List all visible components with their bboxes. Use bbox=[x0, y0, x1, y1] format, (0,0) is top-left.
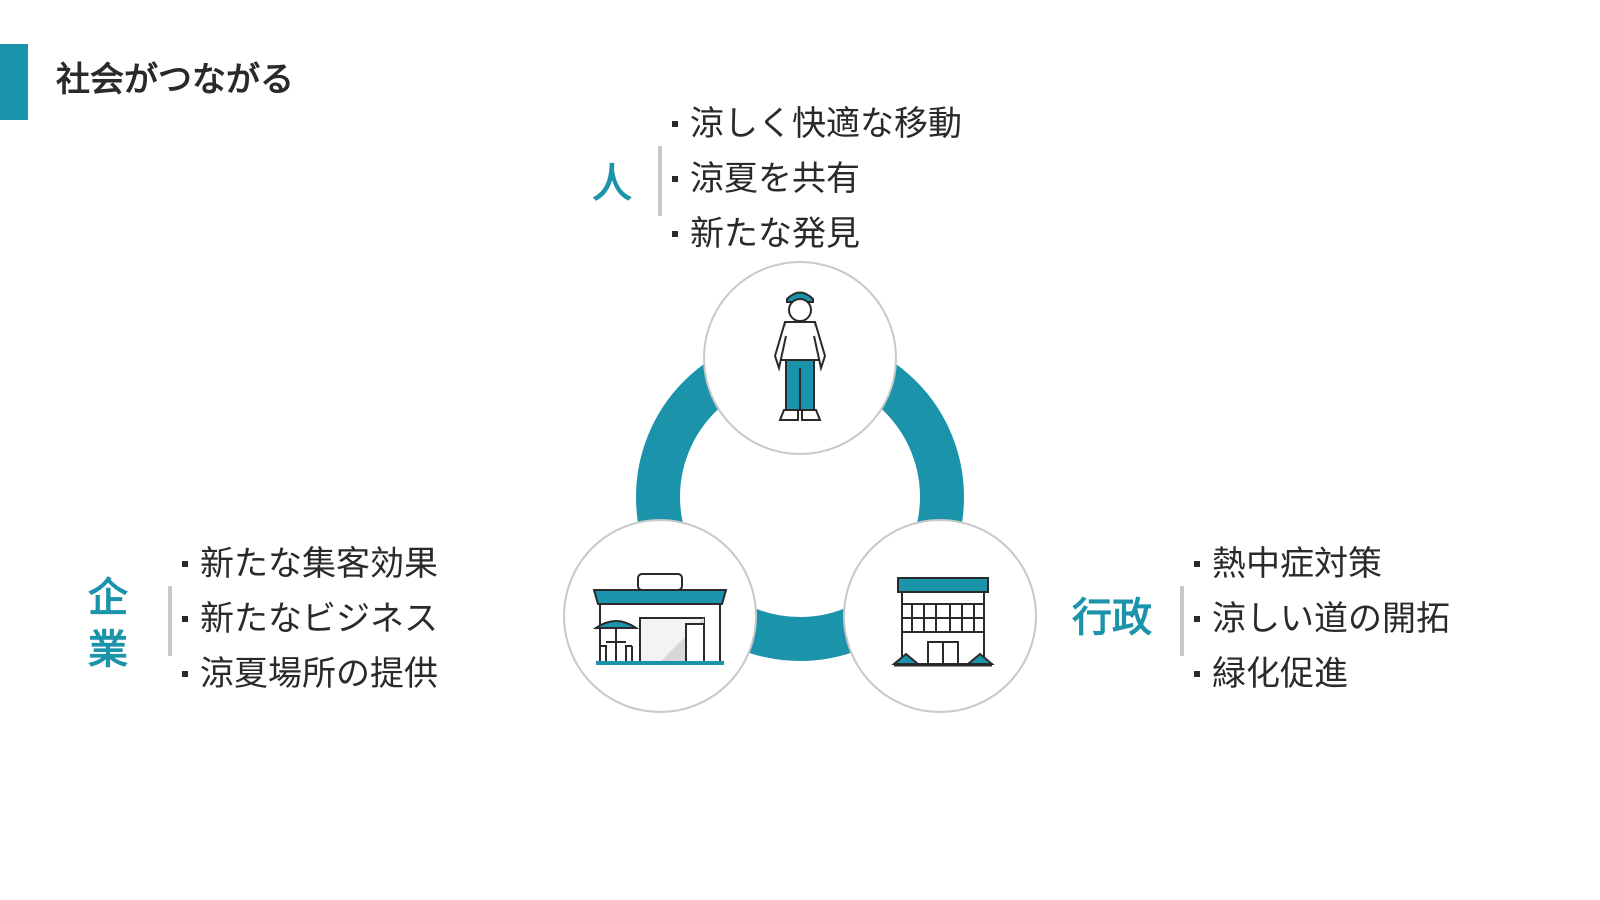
list-company: 新たな集客効果 新たなビジネス 涼夏場所の提供 bbox=[182, 537, 438, 702]
group-label-government: 行政 bbox=[1072, 595, 1152, 641]
divider-company bbox=[168, 586, 172, 656]
list-government: 熱中症対策 涼しい道の開拓 緑化促進 bbox=[1194, 537, 1450, 702]
group-label-person: 人 bbox=[592, 161, 632, 207]
list-item: 涼夏場所の提供 bbox=[182, 647, 438, 702]
list-item: 涼しい道の開拓 bbox=[1194, 592, 1450, 647]
node-company bbox=[563, 519, 757, 713]
list-person: 涼しく快適な移動 涼夏を共有 新たな発見 bbox=[672, 97, 962, 262]
group-label-company: 企業 bbox=[88, 575, 128, 673]
person-icon bbox=[773, 291, 827, 421]
list-item: 新たなビジネス bbox=[182, 592, 438, 647]
list-item: 緑化促進 bbox=[1194, 647, 1450, 702]
title-accent-bar bbox=[0, 44, 28, 120]
node-person bbox=[703, 261, 897, 455]
shop-icon bbox=[592, 573, 728, 665]
list-item: 新たな集客効果 bbox=[182, 537, 438, 592]
divider-government bbox=[1180, 586, 1184, 656]
list-item: 熱中症対策 bbox=[1194, 537, 1450, 592]
government-building-icon bbox=[891, 577, 995, 667]
list-item: 涼夏を共有 bbox=[672, 152, 962, 207]
divider-person bbox=[658, 146, 662, 216]
node-government bbox=[843, 519, 1037, 713]
list-item: 新たな発見 bbox=[672, 207, 962, 262]
page-title: 社会がつながる bbox=[56, 60, 294, 100]
list-item: 涼しく快適な移動 bbox=[672, 97, 962, 152]
